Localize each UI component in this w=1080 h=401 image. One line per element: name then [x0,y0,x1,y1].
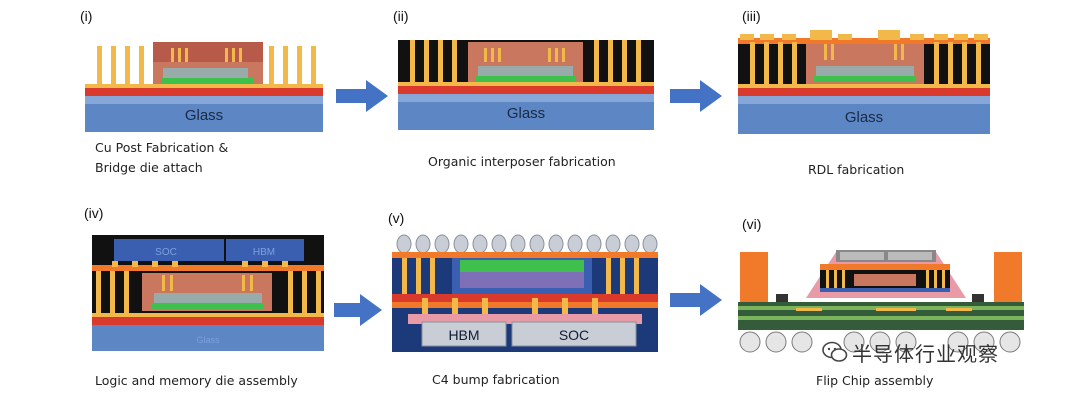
step-tag-v: (v) [388,210,405,226]
die-label-soc-v: SOC [559,327,589,343]
panel-vi-flip-chip [738,250,1024,353]
caption-v-line1: C4 bump fabrication [432,372,560,387]
arrow-right-icon [334,294,382,326]
caption-i-line1: Cu Post Fabrication & [95,140,229,155]
caption-i-line2: Bridge die attach [95,160,203,175]
arrow-right-icon [670,284,722,316]
die-label-hbm-iv: HBM [253,247,275,258]
die-label-soc-iv: SOC [155,247,177,258]
panel-ii-organic-interposer: Glass [398,40,654,130]
arrow-right-icon [336,80,388,112]
caption-iv-line1: Logic and memory die assembly [95,373,298,388]
step-tag-iv: (iv) [84,205,104,221]
caption-vi: Flip Chip assembly [816,371,933,391]
caption-i: Cu Post Fabrication & Bridge die attach [95,138,228,178]
panel-i-cu-post-bridge-die: Glass [85,42,323,132]
step-tag-ii: (ii) [393,8,409,24]
watermark-text: 半导体行业观察 [852,342,999,366]
glass-label-iv: Glass [196,335,220,345]
caption-iii-line1: RDL fabrication [808,162,905,177]
glass-label-ii: Glass [507,105,545,122]
step-tag-i: (i) [80,8,93,24]
caption-iii: RDL fabrication [808,160,904,180]
panel-v-c4-bump: HBM SOC [392,234,658,352]
caption-v: C4 bump fabrication [432,370,560,390]
glass-label-i: Glass [185,107,223,124]
caption-vi-line1: Flip Chip assembly [816,373,934,388]
wechat-logo-icon [822,341,848,362]
panel-iv-logic-memory-die: SOC HBM Glass [92,235,324,351]
arrow-right-icon [670,80,722,112]
step-tag-iii: (iii) [742,8,761,24]
panel-iii-rdl: Glass [738,30,990,134]
caption-iv: Logic and memory die assembly [95,371,298,391]
step-tag-vi: (vi) [742,216,762,232]
die-label-hbm-v: HBM [448,327,479,343]
caption-ii-line1: Organic interposer fabrication [428,154,616,169]
glass-label-iii: Glass [845,109,883,126]
caption-ii: Organic interposer fabrication [428,152,616,172]
